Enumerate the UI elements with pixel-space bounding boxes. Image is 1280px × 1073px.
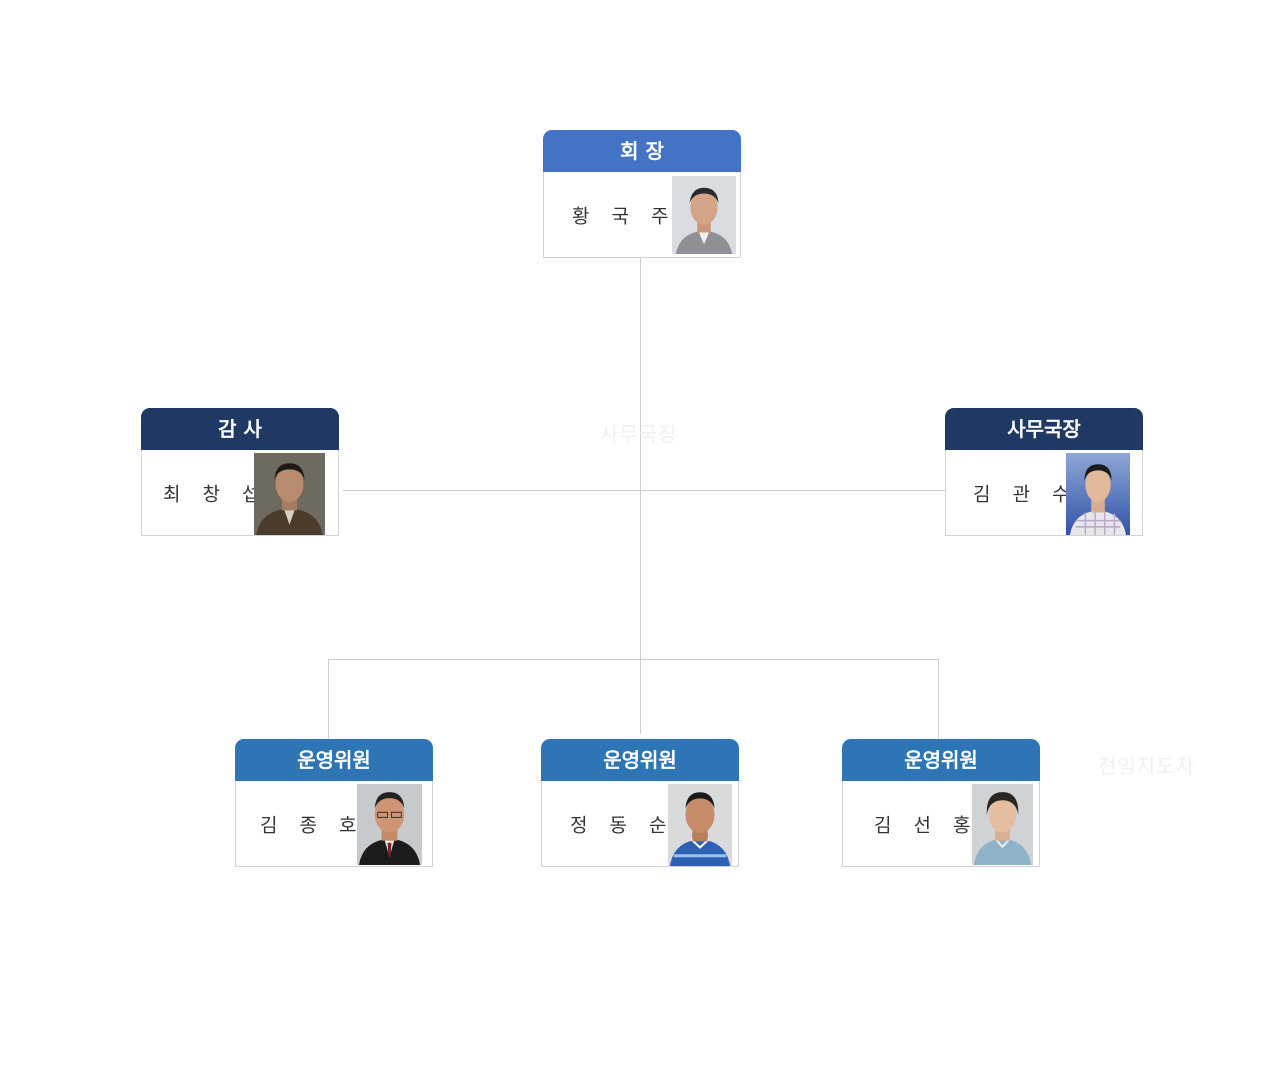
connector-horizontal-mid	[343, 490, 945, 491]
auditor-name: 최 창 섭	[163, 483, 268, 505]
committee-title-3: 운영위원	[842, 739, 1040, 781]
chairman-name: 황 국 주	[572, 205, 677, 227]
chairman-body: 황 국 주	[543, 172, 741, 258]
secretary-general-photo-icon	[1066, 453, 1130, 535]
committee-card-3: 운영위원 김 선 홍	[842, 739, 1040, 867]
committee-body-3: 김 선 홍	[842, 781, 1040, 867]
committee-title-1: 운영위원	[235, 739, 433, 781]
committee-name-3: 김 선 홍	[874, 814, 979, 836]
watermark-text-center: 사무국장	[600, 422, 678, 446]
committee-photo-icon-2	[668, 784, 732, 866]
watermark-text-right: 전임지도자	[1098, 754, 1195, 778]
committee-card-1: 운영위원 김 종 호	[235, 739, 433, 867]
connector-drop-right	[938, 659, 939, 739]
secretary-general-body: 김 관 수	[945, 450, 1143, 536]
committee-name-1: 김 종 호	[260, 814, 365, 836]
connector-horizontal-bottom	[328, 659, 939, 660]
connector-drop-left	[328, 659, 329, 739]
chairman-card: 회 장 황 국 주	[543, 130, 741, 258]
committee-title-2: 운영위원	[541, 739, 739, 781]
committee-name-2: 정 동 순	[570, 814, 675, 836]
committee-photo-icon-1	[357, 784, 422, 865]
chairman-photo-icon	[672, 176, 736, 254]
auditor-title: 감 사	[141, 408, 339, 450]
committee-card-2: 운영위원 정 동 순	[541, 739, 739, 867]
secretary-general-name: 김 관 수	[973, 483, 1078, 505]
secretary-general-title: 사무국장	[945, 408, 1143, 450]
connector-vertical-main	[640, 258, 641, 734]
committee-photo-icon-3	[972, 784, 1033, 865]
committee-body-2: 정 동 순	[541, 781, 739, 867]
auditor-photo-icon	[254, 453, 325, 535]
committee-body-1: 김 종 호	[235, 781, 433, 867]
auditor-card: 감 사 최 창 섭	[141, 408, 339, 536]
auditor-body: 최 창 섭	[141, 450, 339, 536]
secretary-general-card: 사무국장 김 관 수	[945, 408, 1143, 536]
chairman-title: 회 장	[543, 130, 741, 172]
